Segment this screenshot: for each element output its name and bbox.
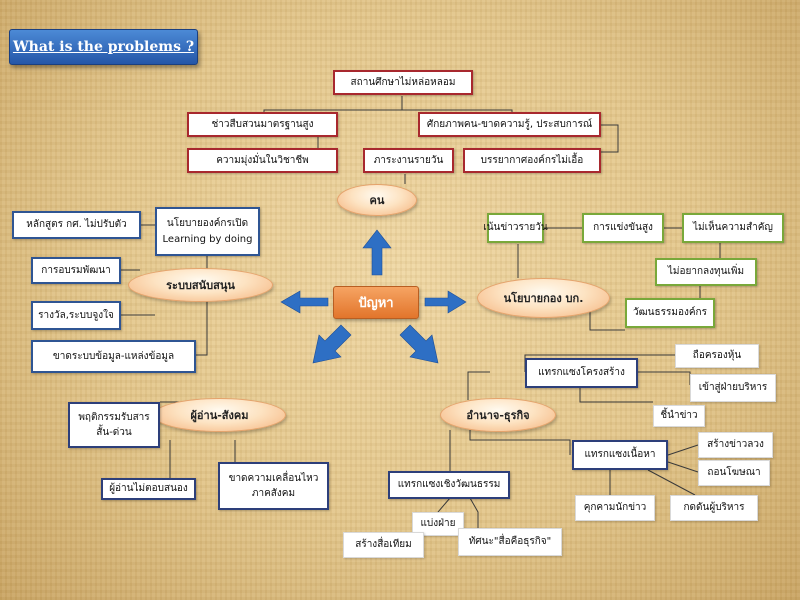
connector bbox=[589, 312, 625, 331]
box-database: ขาดระบบข้อมูล-แหล่งข้อมูล bbox=[31, 340, 196, 373]
connector bbox=[579, 388, 653, 403]
box-atmosphere: บรรยากาศองค์กรไม่เอื้อ bbox=[463, 148, 601, 173]
box-no-response: ผู้อ่านไม่ตอบสนอง bbox=[101, 478, 196, 500]
oval-readers-society: ผู้อ่าน-สังคม bbox=[153, 398, 286, 432]
box-reading-behavior: พฤติกรรมรับสาร สั้น-ด่วน bbox=[68, 402, 160, 448]
connector bbox=[647, 469, 696, 496]
box-institution: สถานศึกษาไม่หล่อหลอม bbox=[333, 70, 473, 95]
box-media-is-business: ทัศนะ"สื่อคือธุรกิจ" bbox=[458, 528, 562, 556]
oval-power-business: อำนาจ-ธุรกิจ bbox=[440, 398, 556, 432]
connector bbox=[196, 300, 208, 356]
oval-policy: นโยบายกอง บก. bbox=[477, 278, 610, 318]
box-not-important: ไม่เห็นความสำคัญ bbox=[682, 213, 784, 243]
box-low-standards: ช่าวสืบสวนมาตรฐานสูง bbox=[187, 112, 338, 137]
box-open-policy: นโยบายองค์กรเปิด Learning by doing bbox=[155, 207, 260, 256]
box-content-intervention: แทรกแซงเนื้อหา bbox=[572, 440, 668, 470]
box-training: การอบรมพัฒนา bbox=[31, 257, 121, 284]
box-daily-news: เน้นข่าวรายวัน bbox=[483, 213, 548, 243]
page-title: What is the problems ? bbox=[9, 29, 198, 65]
arrow-up-icon bbox=[362, 229, 392, 276]
connector bbox=[638, 371, 691, 385]
box-news-leader: ชี้นำข่าว bbox=[653, 405, 705, 427]
box-threaten-reporter: คุกคามนักข่าว bbox=[575, 495, 655, 521]
box-daily-duty: ภาระงานรายวัน bbox=[363, 148, 454, 173]
arrow-right-icon bbox=[424, 290, 467, 314]
connector bbox=[667, 444, 699, 456]
open-policy-line2: Learning by doing bbox=[162, 233, 253, 245]
arrow-down-right-icon bbox=[399, 324, 439, 364]
box-competition: การแข่งขันสูง bbox=[582, 213, 664, 243]
box-cultural-intervention: แทรกแซงเชิงวัฒนธรรม bbox=[388, 471, 510, 499]
oval-support-system: ระบบสนับสนุน bbox=[128, 268, 273, 302]
box-fake-media: สร้างสื่อเทียม bbox=[343, 532, 424, 558]
oval-people: คน bbox=[337, 184, 417, 216]
box-withdraw-ads: ถอนโฆษณา bbox=[698, 460, 770, 486]
box-no-movement: ขาดความเคลื่อนไหว ภาคสังคม bbox=[218, 462, 329, 510]
box-shareholding: ถือครองหุ้น bbox=[675, 344, 759, 368]
arrow-down-left-icon bbox=[312, 324, 352, 364]
box-structural-intervention: แทรกแซงโครงสร้าง bbox=[525, 358, 638, 388]
connector bbox=[469, 497, 479, 528]
box-commitment: ความมุ่งมั่นในวิชาชีพ bbox=[187, 148, 338, 173]
connector bbox=[469, 430, 571, 455]
reading-behavior-line1: พฤติกรรมรับสาร bbox=[78, 411, 150, 423]
box-create-news: สร้างข่าวลวง bbox=[698, 432, 773, 458]
connector bbox=[263, 96, 403, 112]
box-no-investment: ไม่อยากลงทุนเพิ่ม bbox=[655, 258, 757, 286]
connector bbox=[667, 461, 699, 473]
no-movement-line2: ภาคสังคม bbox=[251, 488, 296, 499]
box-curriculum: หลักสูตร กศ. ไม่ปรับตัว bbox=[12, 211, 141, 239]
box-management: เข้าสู่ฝ่ายบริหาร bbox=[690, 374, 776, 402]
box-culture: วัฒนธรรมองค์กร bbox=[625, 298, 715, 328]
box-pressure-executive: กดดันผู้บริหาร bbox=[670, 495, 758, 521]
connector bbox=[600, 124, 619, 153]
reading-behavior-line2: สั้น-ด่วน bbox=[96, 427, 132, 438]
no-movement-line1: ขาดความเคลื่อนไหว bbox=[228, 472, 319, 484]
open-policy-line1: นโยบายองค์กรเปิด bbox=[166, 218, 249, 229]
connector bbox=[467, 371, 490, 400]
arrow-left-icon bbox=[280, 290, 329, 314]
box-rewards: รางวัล,ระบบจูงใจ bbox=[31, 301, 121, 330]
center-problem-node: ปัญหา bbox=[333, 286, 419, 319]
box-capability: ศักยภาพคน-ขาดความรู้, ประสบการณ์ bbox=[418, 112, 601, 137]
